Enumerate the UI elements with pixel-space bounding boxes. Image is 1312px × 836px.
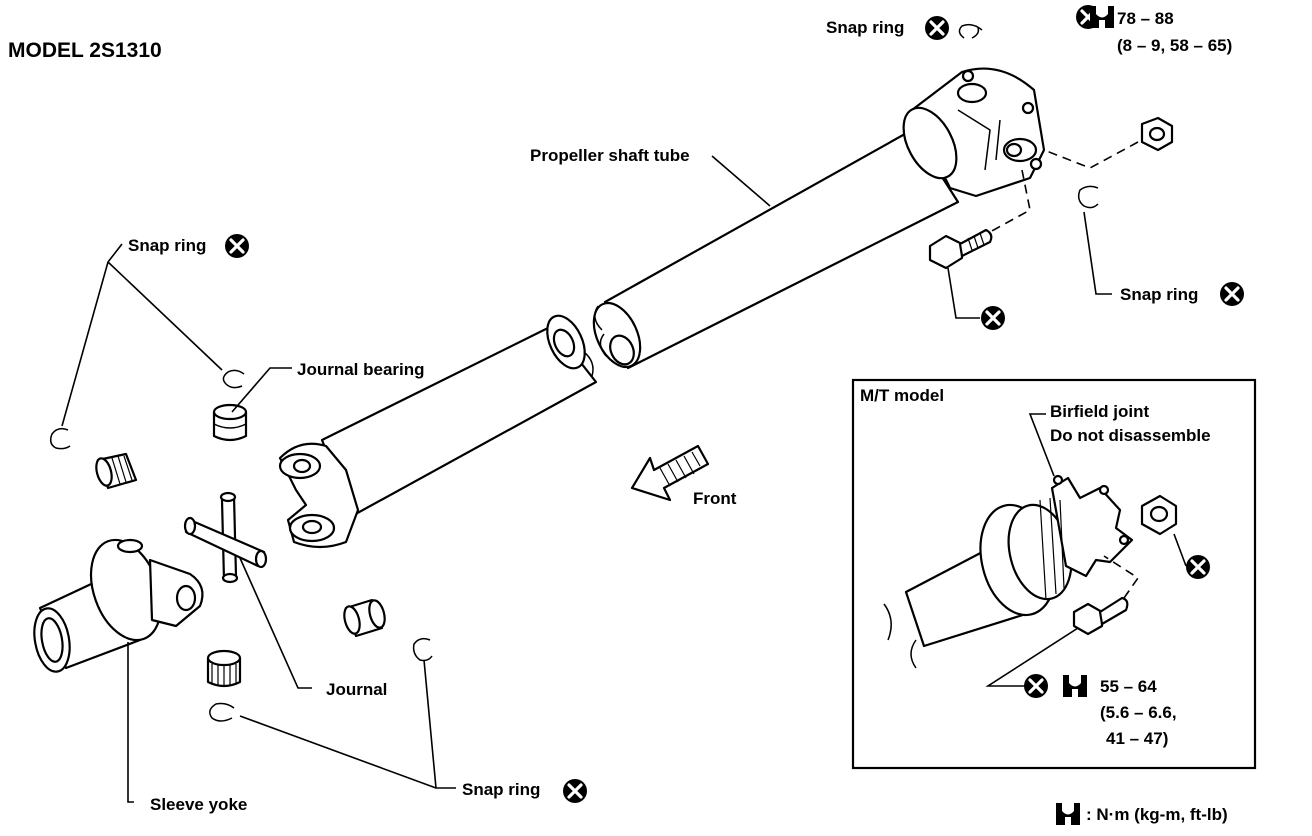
legend: : N·m (kg-m, ft-lb): [1056, 803, 1228, 825]
journal-bearing-left: [95, 452, 138, 490]
page-title: MODEL 2S1310: [8, 39, 162, 62]
propeller-shaft-tube: [592, 128, 960, 370]
birfield-line2: Do not disassemble: [1050, 426, 1211, 445]
alignment-line-nut: [1043, 141, 1139, 169]
leader-lines: [61, 155, 1112, 803]
label-front: Front: [693, 489, 737, 508]
label-snap-ring-left: Snap ring: [128, 236, 206, 255]
mt-model-inset: M/T model Birfield joint Do not disassem…: [851, 378, 1257, 770]
snap-ring-parts: [49, 23, 1099, 722]
mt-torque-line1: 55 – 64: [1100, 677, 1157, 696]
mt-model-title: M/T model: [860, 386, 944, 405]
label-snap-ring-top: Snap ring: [826, 18, 904, 37]
mt-torque-line2: (5.6 – 6.6,: [1100, 703, 1177, 722]
legend-text: : N·m (kg-m, ft-lb): [1086, 805, 1228, 824]
label-journal: Journal: [326, 680, 387, 699]
journal-bearing-right: [343, 598, 386, 638]
mt-torque-line3: 41 – 47): [1106, 729, 1168, 748]
sleeve-yoke: [33, 538, 204, 673]
journal-bearing-bottom: [206, 649, 242, 688]
label-snap-ring-bottom: Snap ring: [462, 780, 540, 799]
torque-top-line2: (8 – 9, 58 – 65): [1117, 36, 1232, 55]
torque-top-line1: 78 – 88: [1117, 9, 1174, 28]
torque-wrench-icon: [1090, 6, 1114, 28]
flange-bolt: [928, 228, 993, 270]
front-arrow-icon: [630, 444, 710, 502]
label-snap-ring-right: Snap ring: [1120, 285, 1198, 304]
flange-yoke: [902, 67, 1046, 198]
front-shaft-tube: [278, 314, 598, 549]
birfield-line1: Birfield joint: [1050, 402, 1150, 421]
journal: [183, 491, 268, 584]
journal-bearing-top: [212, 403, 248, 442]
label-journal-bearing: Journal bearing: [297, 360, 425, 379]
label-sleeve-yoke: Sleeve yoke: [150, 795, 247, 814]
flange-nut: [1140, 116, 1174, 152]
label-propeller-shaft-tube: Propeller shaft tube: [530, 146, 690, 165]
